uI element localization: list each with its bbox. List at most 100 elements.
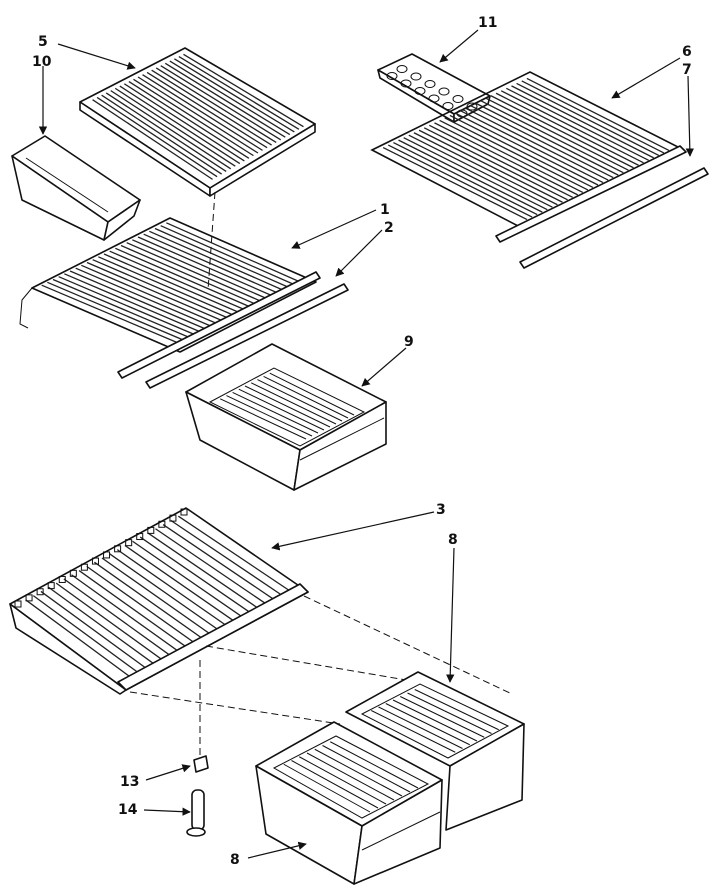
shelf-rib xyxy=(101,94,222,175)
shelf-rib xyxy=(124,83,245,162)
leader-lines xyxy=(38,29,695,859)
shelf-rib xyxy=(506,87,649,161)
shelf-rib xyxy=(93,561,206,641)
shelf-rib xyxy=(470,105,614,179)
cover-hole xyxy=(36,588,44,596)
shelf-rib xyxy=(154,227,296,291)
callout-7: 7 xyxy=(682,62,692,78)
wire-shelf-part xyxy=(19,217,349,389)
shelf-rib xyxy=(423,127,568,201)
shelf-rib xyxy=(86,261,229,324)
cover-hole xyxy=(125,539,133,547)
callout-10: 10 xyxy=(32,54,52,70)
shelf-rib xyxy=(403,137,548,211)
shelf-rib xyxy=(263,375,349,419)
ice-cup xyxy=(438,87,450,96)
shelf-rib xyxy=(418,129,563,203)
cover-hole xyxy=(47,582,55,590)
ice-cup xyxy=(466,102,478,111)
shelf-rib xyxy=(132,239,274,302)
shelf-rib xyxy=(120,244,263,308)
cover-hole xyxy=(14,600,22,608)
shelf-rib xyxy=(178,55,300,130)
callout-1: 1 xyxy=(380,202,390,218)
shelf-rib xyxy=(398,139,543,213)
shelf-rib xyxy=(475,102,619,176)
shelf-rib xyxy=(283,763,371,813)
shelf-rib xyxy=(155,528,269,606)
crisper-cover-part xyxy=(9,507,309,695)
shelf-rib xyxy=(132,540,246,620)
shelf-rib xyxy=(160,65,282,141)
cover-hole xyxy=(80,563,88,571)
shelf-rib xyxy=(58,276,201,338)
ice-cup xyxy=(428,94,440,103)
shelf-rib xyxy=(226,395,313,437)
shelf-rib xyxy=(47,281,190,344)
shelf-rib xyxy=(105,92,227,172)
shelf-rib xyxy=(55,582,166,663)
shelf-rib xyxy=(299,756,387,805)
shelf-rib xyxy=(495,92,639,166)
shelf-rib xyxy=(71,574,182,654)
shelf-rib xyxy=(92,99,213,180)
ice-cup xyxy=(452,95,464,103)
shelf-rib xyxy=(232,391,319,434)
shelf-rib xyxy=(454,112,599,186)
deli-drawer-part xyxy=(185,343,387,491)
shelf-rib xyxy=(114,87,236,167)
callout-8-lower: 8 xyxy=(230,852,240,868)
ice-cup xyxy=(442,102,454,110)
cover-hole xyxy=(169,514,177,522)
shelf-rib xyxy=(392,699,478,742)
shelf-rib xyxy=(86,565,198,646)
shelf-rib xyxy=(178,515,293,593)
shelf-rib xyxy=(459,109,604,184)
ice-cup xyxy=(424,80,436,88)
shelf-rib xyxy=(183,53,304,128)
cover-hole xyxy=(25,594,33,602)
shelf-rib xyxy=(322,745,411,793)
shelf-rib xyxy=(25,599,135,681)
shelf-rib xyxy=(137,76,259,154)
shelf-rib xyxy=(149,230,290,294)
shelf-rib xyxy=(413,132,558,206)
shelf-rib xyxy=(393,142,538,216)
ice-cup xyxy=(414,87,426,95)
shelf-rib xyxy=(119,85,241,165)
shelf-rib xyxy=(143,233,285,297)
shelf-rib xyxy=(516,82,660,156)
shelf-rib xyxy=(63,578,174,659)
shelf-rib xyxy=(69,270,212,333)
shelf-rib xyxy=(439,119,584,193)
roller-part xyxy=(193,755,209,773)
shelf-rib xyxy=(147,532,261,611)
callout-8-upper: 8 xyxy=(448,532,458,548)
ice-cup xyxy=(410,72,422,81)
ice-cup xyxy=(386,72,398,80)
shelf-rib xyxy=(174,58,295,133)
shelf-rib xyxy=(170,519,285,598)
ice-cup xyxy=(396,65,408,73)
shelf-rib xyxy=(142,74,263,151)
shelf-rib xyxy=(98,256,240,319)
callout-9: 9 xyxy=(404,334,414,350)
shelf-rib xyxy=(291,760,379,809)
callout-11: 11 xyxy=(478,15,497,31)
shelf-rib xyxy=(434,122,579,196)
shelf-rib xyxy=(244,385,331,428)
shelf-rib xyxy=(101,557,214,637)
shelf-rib xyxy=(429,124,573,198)
cover-hole xyxy=(58,575,66,583)
shelf-cover-part xyxy=(79,47,316,197)
cover-hole xyxy=(114,545,122,553)
shelf-rib xyxy=(408,134,553,208)
cover-hole xyxy=(91,557,99,565)
cover-hole xyxy=(158,520,166,528)
shelf-rib xyxy=(371,710,456,753)
shelf-rib xyxy=(407,692,492,734)
shelf-rib xyxy=(330,741,419,789)
cover-hole xyxy=(69,569,77,577)
shelf-rib xyxy=(464,107,609,181)
